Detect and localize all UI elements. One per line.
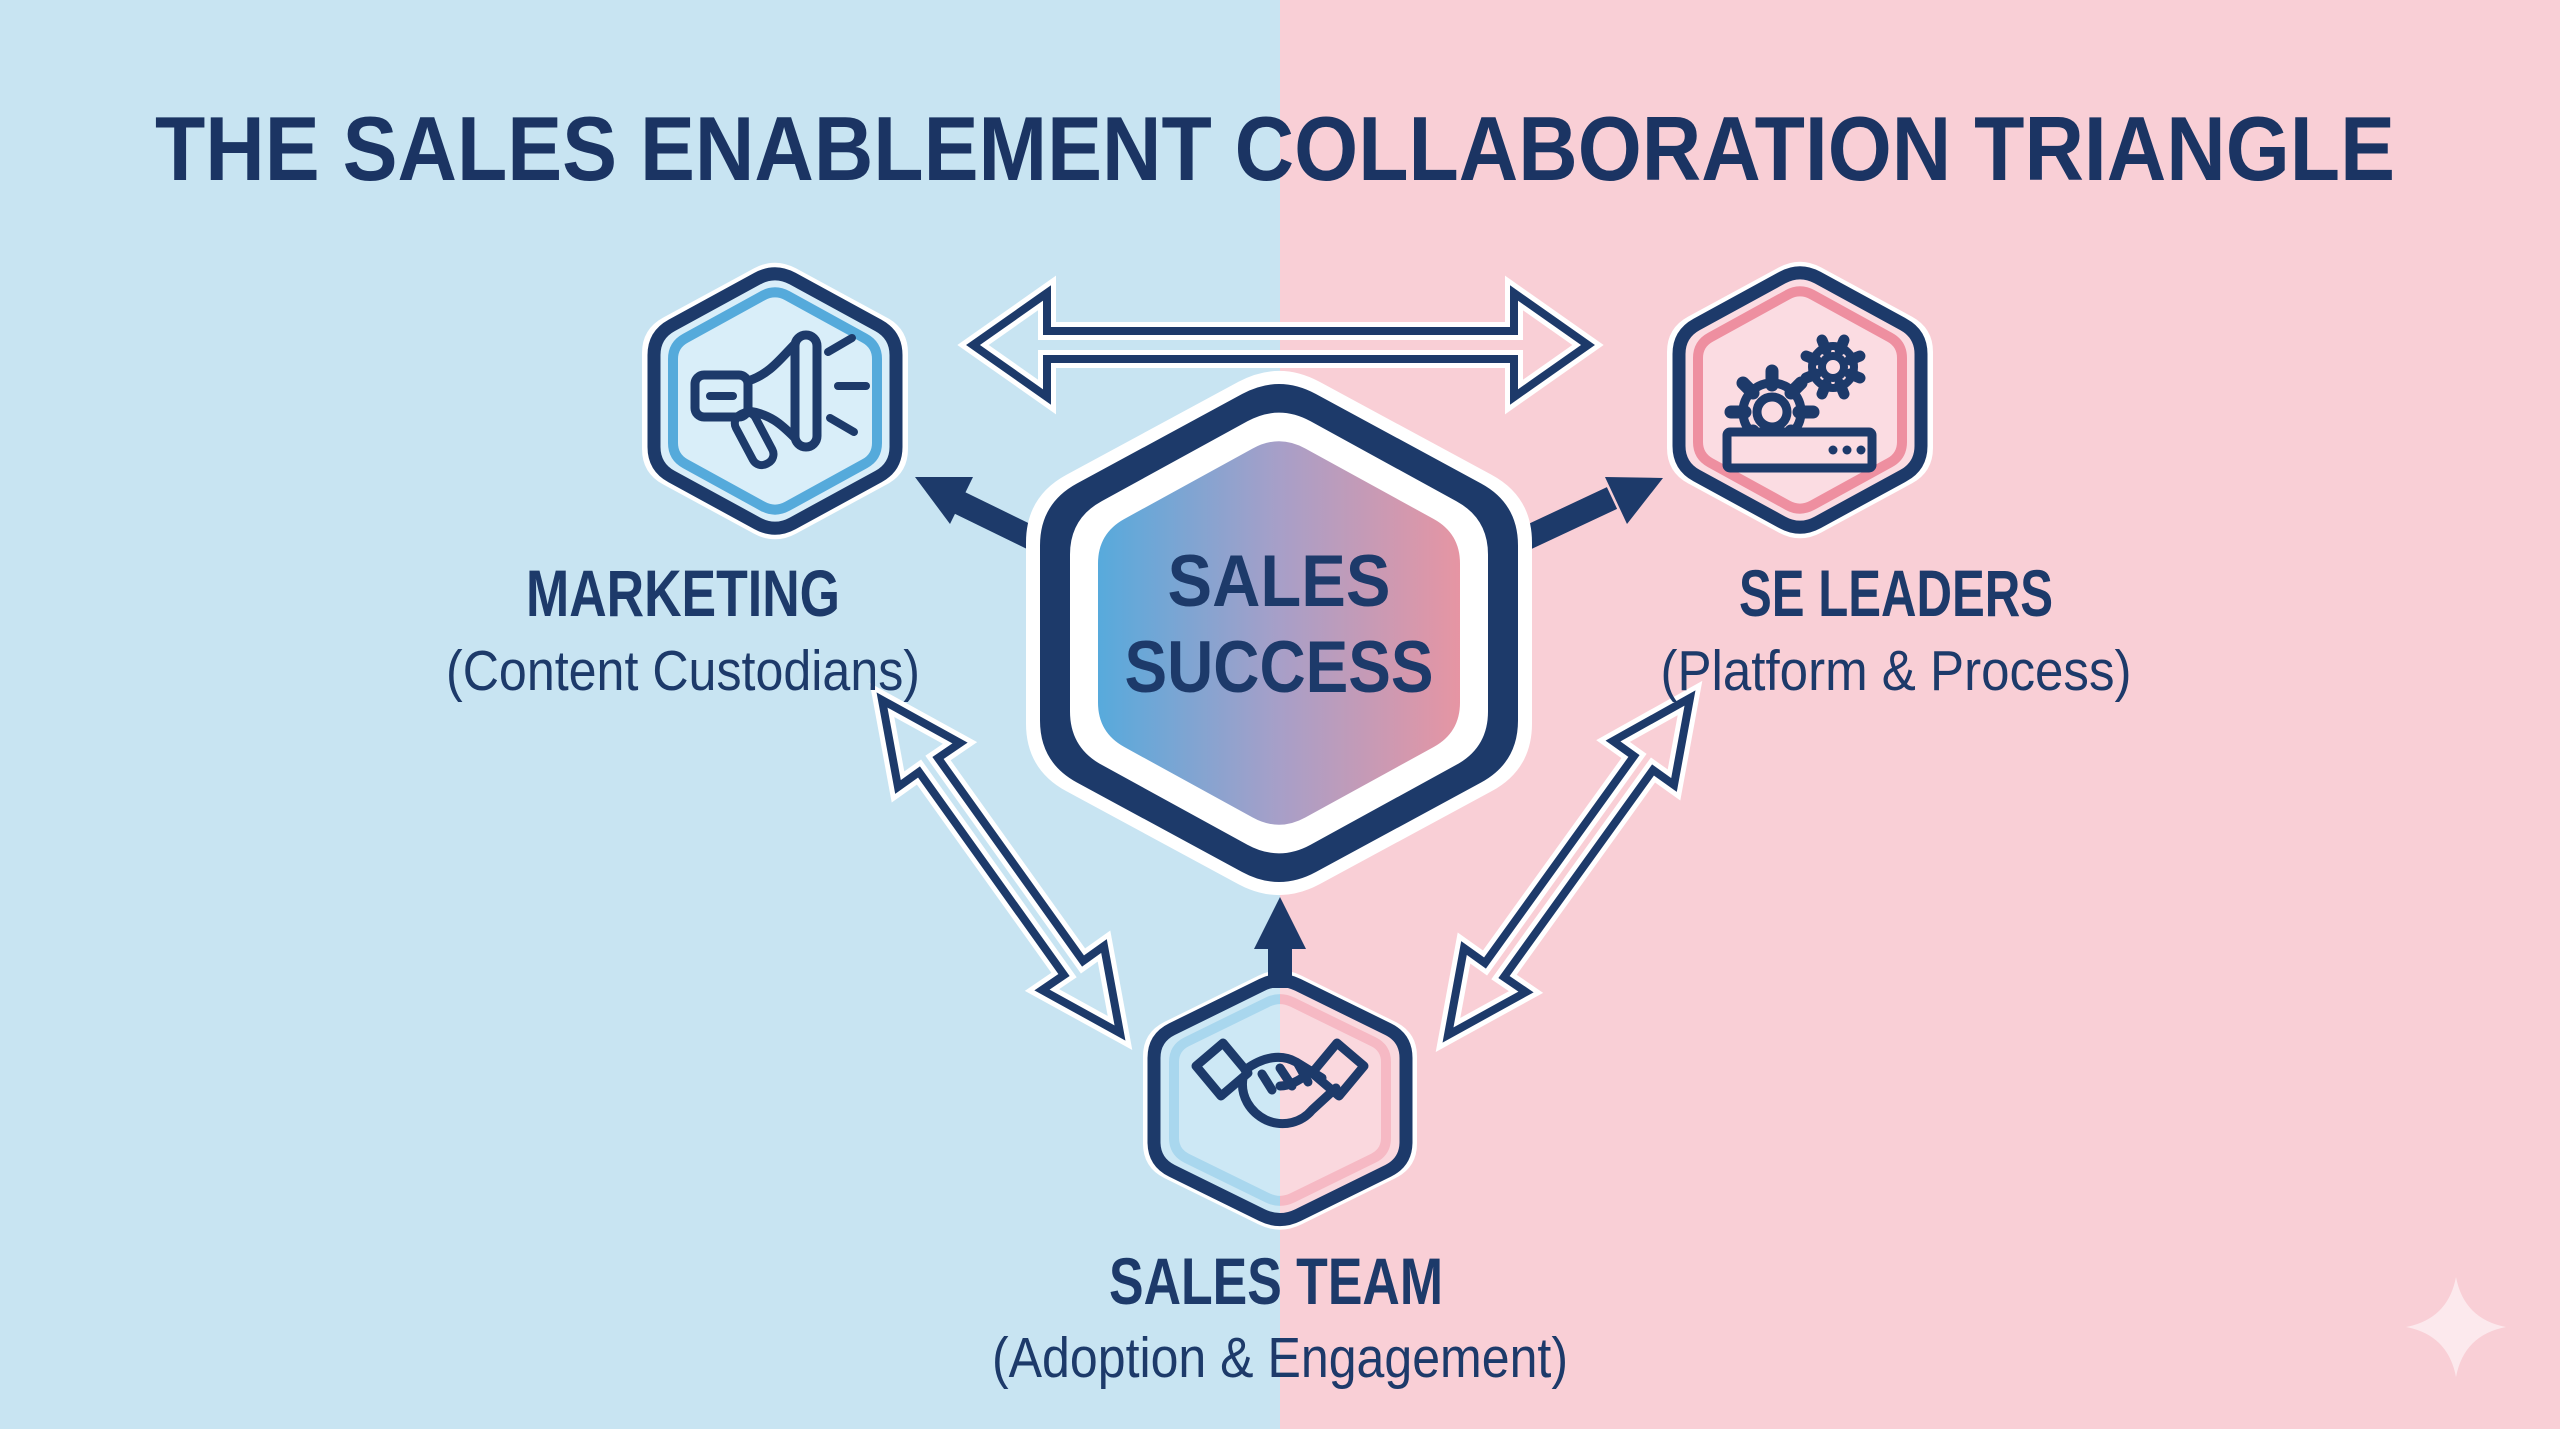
- marketing-sublabel: (Content Custodians): [446, 639, 920, 703]
- marketing-hex-ring: [668, 287, 882, 515]
- center-label-line2: SUCCESS: [1125, 627, 1434, 708]
- node-sales-team: SALES TEAM (Adoption & Engagement): [992, 970, 1568, 1390]
- diagram-title: THE SALES ENABLEMENT COLLABORATION TRIAN…: [155, 99, 2395, 200]
- sales-hex-ring: [1169, 994, 1391, 1206]
- sales-to-center-arrow: [1254, 897, 1306, 988]
- node-se-leaders: SE LEADERS (Platform & Process): [1661, 261, 2132, 703]
- center-label-line1: SALES: [1168, 541, 1391, 622]
- marketing-se-arrow: [957, 275, 1604, 415]
- se-hex-ring: [1693, 286, 1907, 514]
- sales-team-sublabel: (Adoption & Engagement): [992, 1326, 1568, 1390]
- se-leaders-label: SE LEADERS: [1739, 556, 2053, 630]
- node-marketing: MARKETING (Content Custodians): [446, 262, 920, 703]
- marketing-label: MARKETING: [526, 556, 840, 630]
- megaphone-icon: [690, 330, 870, 470]
- se-sales-arrow: [1435, 680, 1703, 1053]
- se-leaders-sublabel: (Platform & Process): [1661, 639, 2132, 703]
- gears-platform-icon: [1722, 334, 1877, 473]
- sparkle-icon: [2406, 1277, 2506, 1377]
- center-node-sales-success: SALES SUCCESS: [1026, 370, 1532, 896]
- sales-hex-border: [1147, 973, 1413, 1227]
- marketing-hex-border: [647, 267, 903, 535]
- sales-team-label: SALES TEAM: [1109, 1244, 1443, 1318]
- handshake-icon: [1191, 1038, 1369, 1129]
- center-hex-fill: [1098, 441, 1460, 825]
- marketing-sales-arrow: [869, 682, 1133, 1051]
